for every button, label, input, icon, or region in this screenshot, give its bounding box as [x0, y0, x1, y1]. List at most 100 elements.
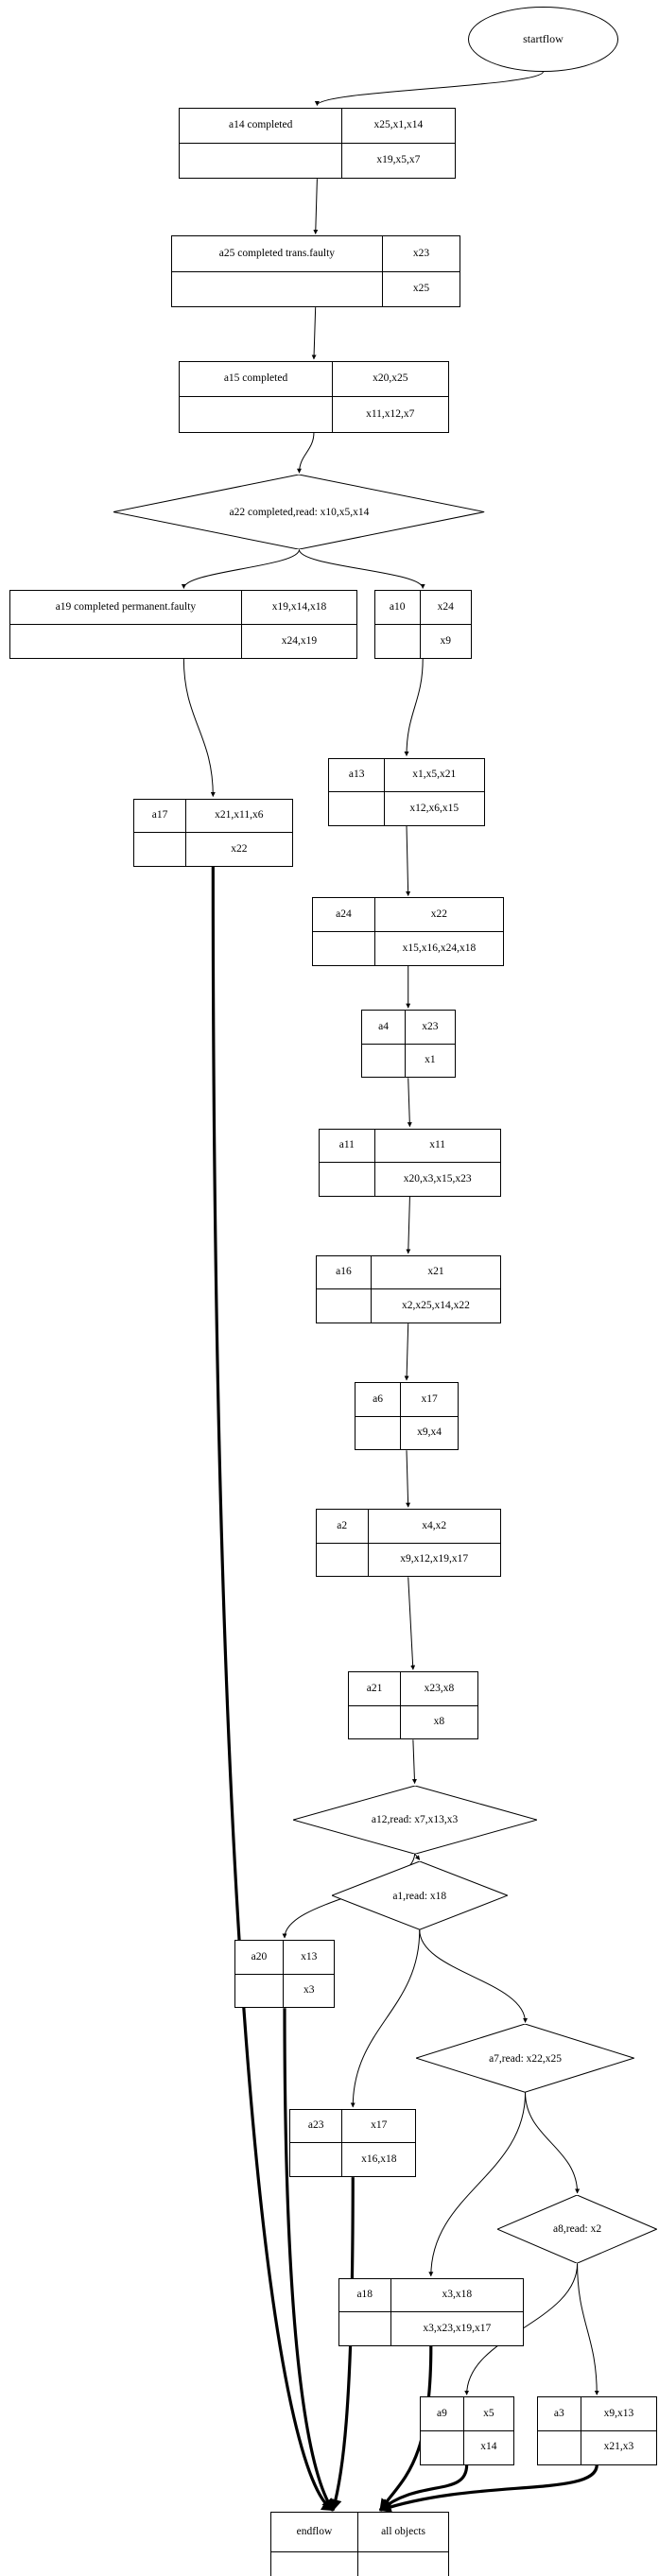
node-name: a13 [348, 769, 365, 781]
node-name-cell: a6 [356, 1383, 402, 1416]
node-value: x20,x25 [373, 372, 408, 385]
node-value-cell-1: x17 [342, 2110, 415, 2143]
node-value-cell-2: x9,x12,x19,x17 [369, 1544, 500, 1577]
node-value-cell-1: x21 [372, 1256, 500, 1289]
node-row: x21,x3 [537, 2429, 656, 2464]
node-a13[interactable]: a13 x1,x5,x21 x12,x6,x15 [328, 757, 485, 826]
node-value: x21,x3 [603, 2441, 634, 2453]
node-empty-cell [349, 1705, 402, 1739]
node-value-cell-2: x14 [464, 2431, 512, 2464]
decision-a12[interactable]: a12,read: x7,x13,x3 [292, 1785, 537, 1854]
decision-label: a12,read: x7,x13,x3 [371, 1813, 459, 1825]
node-value-cell-2: x16,x18 [342, 2143, 415, 2176]
node-name-cell: a13 [329, 758, 385, 792]
edge-a22-to-a10 [298, 549, 425, 589]
node-name: a2 [337, 1519, 348, 1531]
node-value: x1,x5,x21 [412, 769, 457, 781]
node-value: x21,x11,x6 [215, 809, 264, 821]
node-value: x2,x25,x14,x22 [402, 1300, 470, 1312]
node-name: a25 completed trans.faulty [218, 247, 336, 259]
edge-a13-to-a24 [406, 825, 411, 896]
node-value-cell-2: x3 [284, 1975, 334, 2008]
decision-a8[interactable]: a8,read: x2 [497, 2195, 657, 2264]
node-row: a23 x17 [290, 2109, 415, 2143]
node-value: x17 [371, 2119, 388, 2132]
node-value-cell-1: x21,x11,x6 [186, 800, 292, 833]
node-value: x11,x12,x7 [366, 407, 415, 420]
decision-a22[interactable]: a22 completed,read: x10,x5,x14 [113, 475, 485, 550]
node-name: a18 [356, 2289, 373, 2301]
node-value: x9 [440, 634, 452, 647]
node-value: x9,x13 [603, 2407, 634, 2419]
node-empty-cell [538, 2430, 582, 2464]
node-name-cell: a18 [339, 2278, 391, 2312]
node-row: x9,x12,x19,x17 [316, 1542, 500, 1577]
node-name: a6 [373, 1392, 383, 1405]
node-value-cell-1: x17 [401, 1383, 458, 1416]
node-empty-cell [313, 932, 375, 965]
node-value-cell-2: x9,x4 [401, 1417, 458, 1450]
node-empty-cell [172, 271, 384, 307]
node-row: x1 [361, 1043, 455, 1078]
node-value-cell-2: x11,x12,x7 [333, 397, 448, 431]
node-name: a14 completed [228, 118, 293, 130]
node-value-cell-2: x12,x6,x15 [385, 792, 484, 825]
node-value-cell-2 [358, 2552, 447, 2576]
decision-label: a7,read: x22,x25 [489, 2052, 563, 2065]
node-row: x20,x3,x15,x23 [320, 1162, 500, 1196]
node-value: x1 [425, 1054, 436, 1066]
node-empty-cell [375, 624, 421, 658]
node-name-cell: a3 [538, 2397, 582, 2430]
node-empty-cell [362, 1044, 407, 1078]
node-row [270, 2550, 448, 2576]
edge-a21-to-a12 [411, 1739, 417, 1785]
node-startflow[interactable]: startflow [468, 6, 618, 72]
edge-a9-to-endflow [379, 2464, 469, 2512]
edge-a4-to-a11 [407, 1078, 412, 1128]
node-row: x9 [374, 623, 471, 658]
node-name-cell: a23 [290, 2109, 343, 2143]
node-a23[interactable]: a23 x17 x16,x18 [289, 2108, 417, 2178]
node-label: startflow [523, 31, 564, 45]
node-value: x25 [412, 283, 430, 295]
node-a3[interactable]: a3 x9,x13 x21,x3 [536, 2396, 657, 2465]
decision-a7[interactable]: a7,read: x22,x25 [416, 2024, 634, 2093]
node-value: all objects [381, 2525, 426, 2537]
node-row: x14 [420, 2429, 513, 2464]
node-value-cell-1: x23 [406, 1011, 454, 1044]
node-value: x19,x14,x18 [271, 600, 327, 613]
decision-a1[interactable]: a1,read: x18 [331, 1861, 508, 1930]
node-empty-cell [10, 624, 242, 658]
node-value: x9,x12,x19,x17 [400, 1553, 469, 1565]
node-value-cell-2: x24,x19 [242, 625, 357, 658]
edge-a25-to-a15 [311, 307, 317, 360]
node-value-cell-1: x5 [464, 2397, 512, 2430]
node-value: x20,x3,x15,x23 [403, 1172, 472, 1184]
